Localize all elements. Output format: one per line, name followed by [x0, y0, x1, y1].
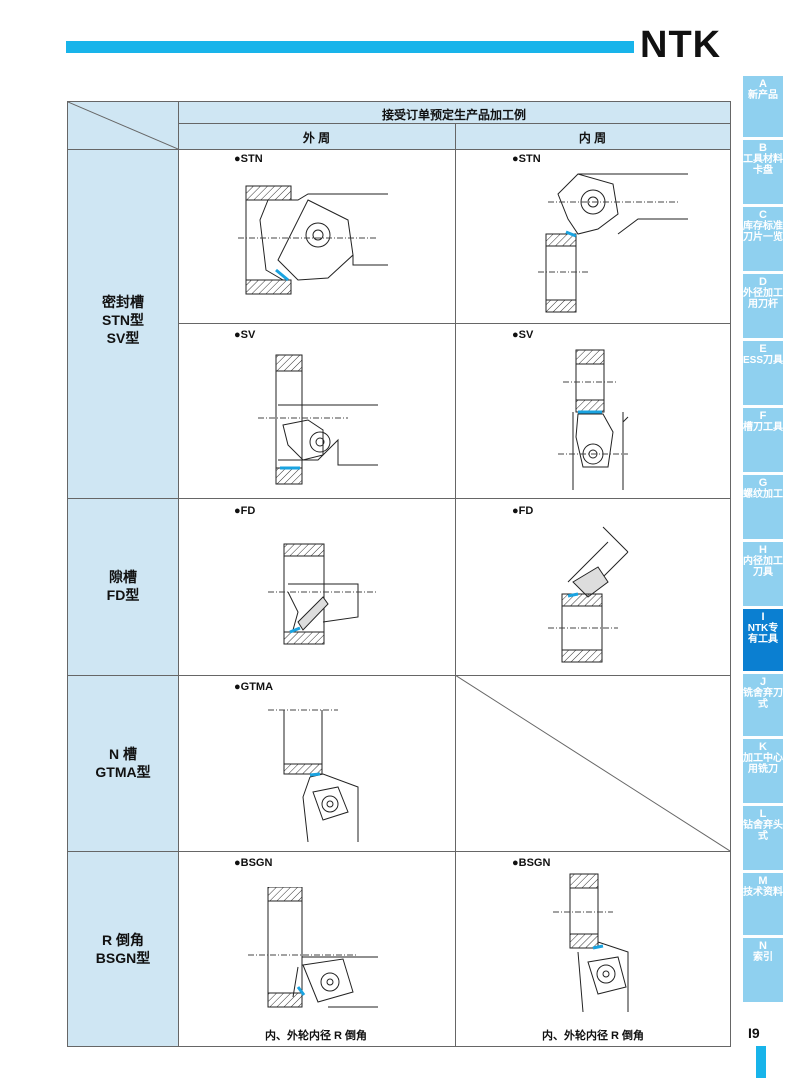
corner-diagonal: [68, 102, 178, 149]
label-bsgn-outer: ●BSGN: [234, 857, 273, 869]
category-n-groove: N 槽 GTMA型: [95, 746, 151, 780]
category-column: [68, 149, 178, 1046]
sv-outer-drawing: [258, 354, 378, 485]
inner-column-header: 内 周: [578, 131, 607, 145]
label-fd-inner: ●FD: [512, 505, 534, 517]
machining-examples-table: 接受订单预定生产品加工例 外 周 内 周 密封槽 STN型 SV型 隙槽 FD型…: [67, 101, 731, 1047]
empty-cell-diagonal: [455, 675, 730, 851]
caption-bsgn-inner: 内、外轮内径 R 倒角: [541, 1030, 645, 1042]
fd-outer-drawing: [268, 543, 378, 645]
fd-inner-drawing: [548, 526, 629, 663]
stn-outer-drawing: [238, 185, 388, 295]
stn-inner-drawing: [538, 173, 688, 313]
label-fd-outer: ●FD: [234, 505, 256, 517]
page-accent-bar: [756, 1046, 766, 1078]
caption-bsgn-outer: 内、外轮内径 R 倒角: [264, 1030, 368, 1042]
page-number: I9: [748, 1025, 760, 1041]
outer-column-header: 外 周: [302, 131, 331, 145]
label-stn-outer: ●STN: [234, 153, 263, 165]
category-clearance-groove: 隙槽 FD型: [106, 569, 140, 603]
header-accent-bar: [66, 41, 634, 53]
category-seal-groove: 密封槽 STN型 SV型: [102, 294, 144, 346]
label-gtma-outer: ●GTMA: [234, 681, 274, 693]
sv-inner-drawing: [558, 349, 629, 490]
label-stn-inner: ●STN: [512, 153, 541, 165]
label-sv-outer: ●SV: [234, 329, 256, 341]
table-title: 接受订单预定生产品加工例: [381, 108, 526, 122]
label-bsgn-inner: ●BSGN: [512, 857, 551, 869]
gtma-outer-drawing: [268, 709, 359, 843]
ntk-logo: NTK: [640, 24, 722, 66]
bsgn-outer-drawing: [248, 887, 378, 1008]
label-sv-inner: ●SV: [512, 329, 534, 341]
column-header-band: [178, 102, 730, 149]
bsgn-inner-drawing: [553, 873, 629, 1013]
category-r-chamfer: R 倒角 BSGN型: [95, 932, 151, 966]
